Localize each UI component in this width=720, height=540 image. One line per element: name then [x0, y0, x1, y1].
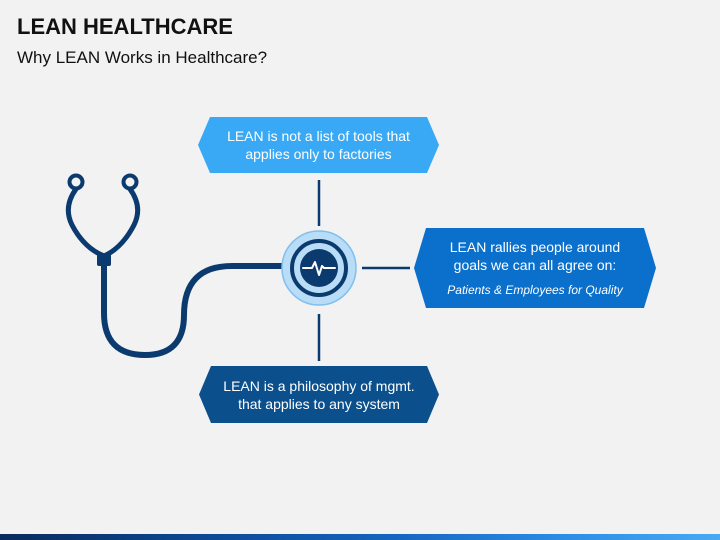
- box-top-line2: applies only to factories: [245, 146, 392, 162]
- box-bottom-line1: LEAN is a philosophy of mgmt.: [223, 377, 415, 394]
- footer-bar: [0, 534, 720, 540]
- box-right-line3: Patients & Employees for Quality: [447, 282, 623, 297]
- box-top-line1: LEAN is not a list of tools that: [227, 128, 410, 144]
- heartbeat-icon: [302, 261, 336, 276]
- box-right-line2: goals we can all agree on:: [453, 256, 617, 273]
- lean-not-tools-box: LEAN is not a list of tools that applies…: [198, 117, 439, 173]
- lean-philosophy-box: LEAN is a philosophy of mgmt. that appli…: [199, 366, 439, 423]
- lean-rallies-box: LEAN rallies people around goals we can …: [414, 228, 656, 308]
- box-right-line1: LEAN rallies people around: [449, 238, 621, 255]
- page-subtitle: Why LEAN Works in Healthcare?: [17, 48, 268, 67]
- chestpiece: [281, 230, 357, 306]
- page-title: LEAN HEALTHCARE: [17, 14, 233, 39]
- box-bottom-line2: that applies to any system: [238, 395, 400, 412]
- stethoscope-icon: [65, 173, 298, 359]
